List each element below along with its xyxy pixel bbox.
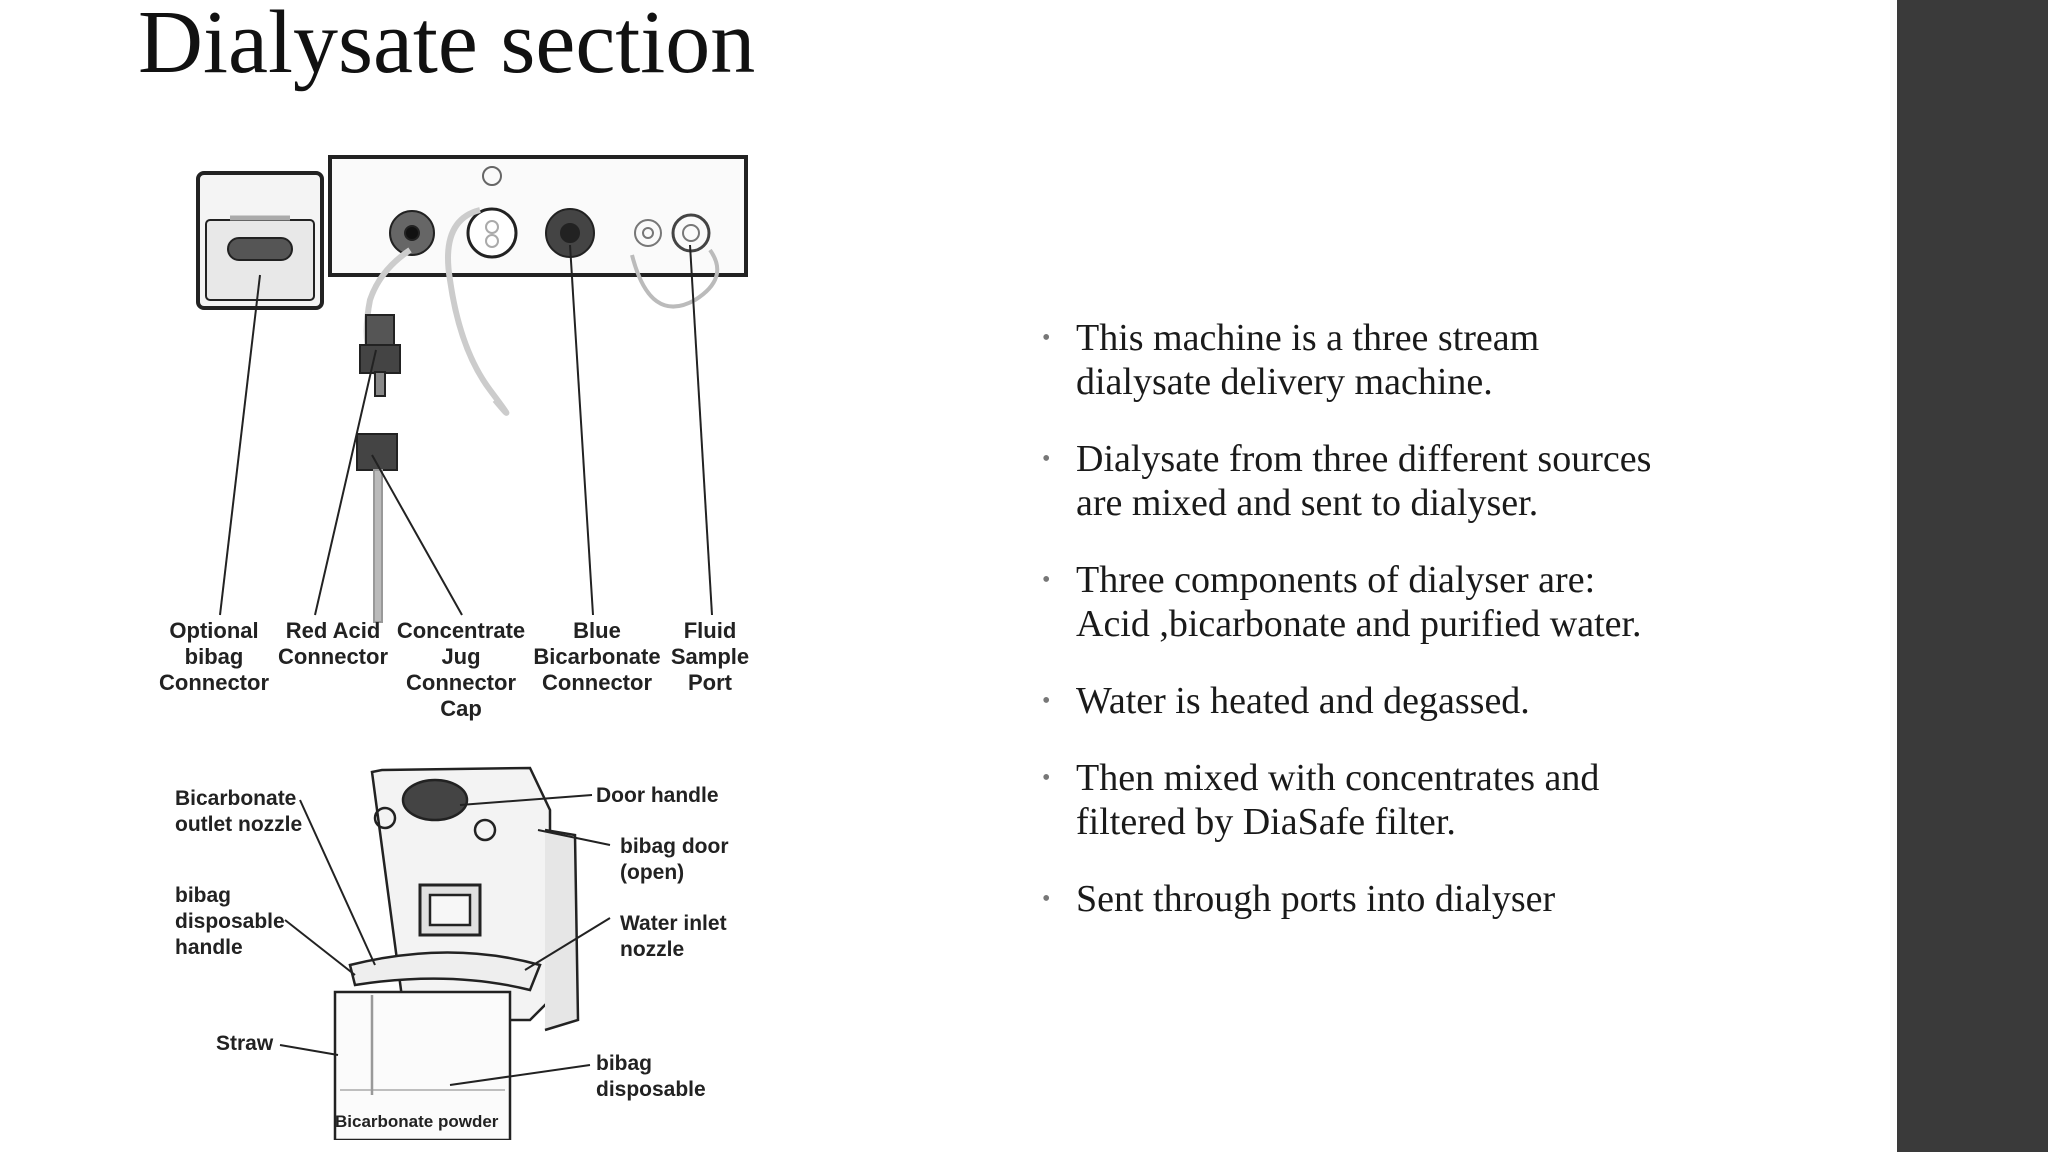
label-optional-bibag-2: bibag	[185, 644, 244, 669]
label-bibag-disposable: bibag	[596, 1052, 652, 1075]
bullet-item: • Three components of dialyser are: Acid …	[1040, 558, 1840, 646]
bullet-text: This machine is a three stream dialysate…	[1076, 317, 1540, 403]
bullet-text: Then mixed with concentrates and filtere…	[1076, 757, 1600, 843]
bullet-item: • This machine is a three stream dialysat…	[1040, 316, 1840, 404]
label-jug-2: Jug	[441, 644, 480, 669]
label-fluid: Fluid	[684, 618, 737, 643]
label-bibag-handle: bibag	[175, 884, 231, 907]
label-bibag-door-2: (open)	[620, 861, 684, 884]
label-blue-3: Connector	[542, 670, 652, 695]
bibag-holder-diagram	[279, 766, 611, 1140]
label-jug: Concentrate	[397, 618, 525, 643]
bullet-dot-icon: •	[1042, 765, 1051, 791]
label-bicarb-outlet-2: outlet nozzle	[175, 813, 302, 836]
label-jug-3: Connector	[406, 670, 516, 695]
label-bicarbonate-powder: Bicarbonate powder	[335, 1112, 499, 1131]
label-red-acid-2: Connector	[278, 644, 388, 669]
door-handle-icon	[401, 778, 469, 822]
red-acid-connector	[365, 314, 395, 346]
label-optional-bibag: Optional	[169, 618, 258, 643]
side-accent-bar	[1897, 0, 2048, 1152]
label-straw: Straw	[216, 1032, 274, 1055]
bullet-dot-icon: •	[1042, 325, 1051, 351]
dialysate-diagram: Optional bibag Connector Red Acid Connec…	[159, 155, 749, 1140]
label-bibag-handle-2: disposable	[175, 910, 285, 933]
bullet-text: Water is heated and degassed.	[1076, 680, 1530, 722]
label-bibag-handle-3: handle	[175, 936, 243, 959]
bullet-dot-icon: •	[1042, 446, 1051, 472]
label-blue: Blue	[573, 618, 621, 643]
bullet-text: Three components of dialyser are: Acid ,…	[1076, 559, 1642, 645]
bullet-dot-icon: •	[1042, 567, 1051, 593]
connector-labels: Optional bibag Connector Red Acid Connec…	[159, 618, 749, 721]
bullet-item: • Water is heated and degassed.	[1040, 679, 1840, 723]
label-water-inlet: Water inlet	[620, 912, 727, 935]
slide-title: Dialysate section	[138, 0, 756, 92]
bullet-item: • Sent through ports into dialyser	[1040, 877, 1840, 921]
bibag-labels: Bicarbonate outlet nozzle bibag disposab…	[175, 784, 729, 1131]
label-water-inlet-2: nozzle	[620, 938, 684, 961]
label-bibag-door: bibag door	[620, 835, 729, 858]
connector-panel-diagram	[196, 155, 748, 623]
bullet-item: • Dialysate from three different sources …	[1040, 437, 1840, 525]
label-red-acid: Red Acid	[286, 618, 381, 643]
bullet-item: • Then mixed with concentrates and filter…	[1040, 756, 1840, 844]
label-optional-bibag-3: Connector	[159, 670, 269, 695]
label-fluid-3: Port	[688, 670, 733, 695]
label-door-handle: Door handle	[596, 784, 719, 807]
label-blue-2: Bicarbonate	[533, 644, 660, 669]
bullet-dot-icon: •	[1042, 886, 1051, 912]
label-fluid-2: Sample	[671, 644, 749, 669]
bibag-connector-handle	[227, 237, 293, 261]
bullet-dot-icon: •	[1042, 688, 1051, 714]
bullet-list: • This machine is a three stream dialysat…	[1040, 316, 1840, 954]
bullet-text: Dialysate from three different sources a…	[1076, 438, 1652, 524]
bullet-text: Sent through ports into dialyser	[1076, 878, 1556, 920]
label-jug-4: Cap	[440, 696, 482, 721]
label-bicarb-outlet: Bicarbonate	[175, 787, 296, 810]
label-bibag-disposable-2: disposable	[596, 1078, 706, 1101]
